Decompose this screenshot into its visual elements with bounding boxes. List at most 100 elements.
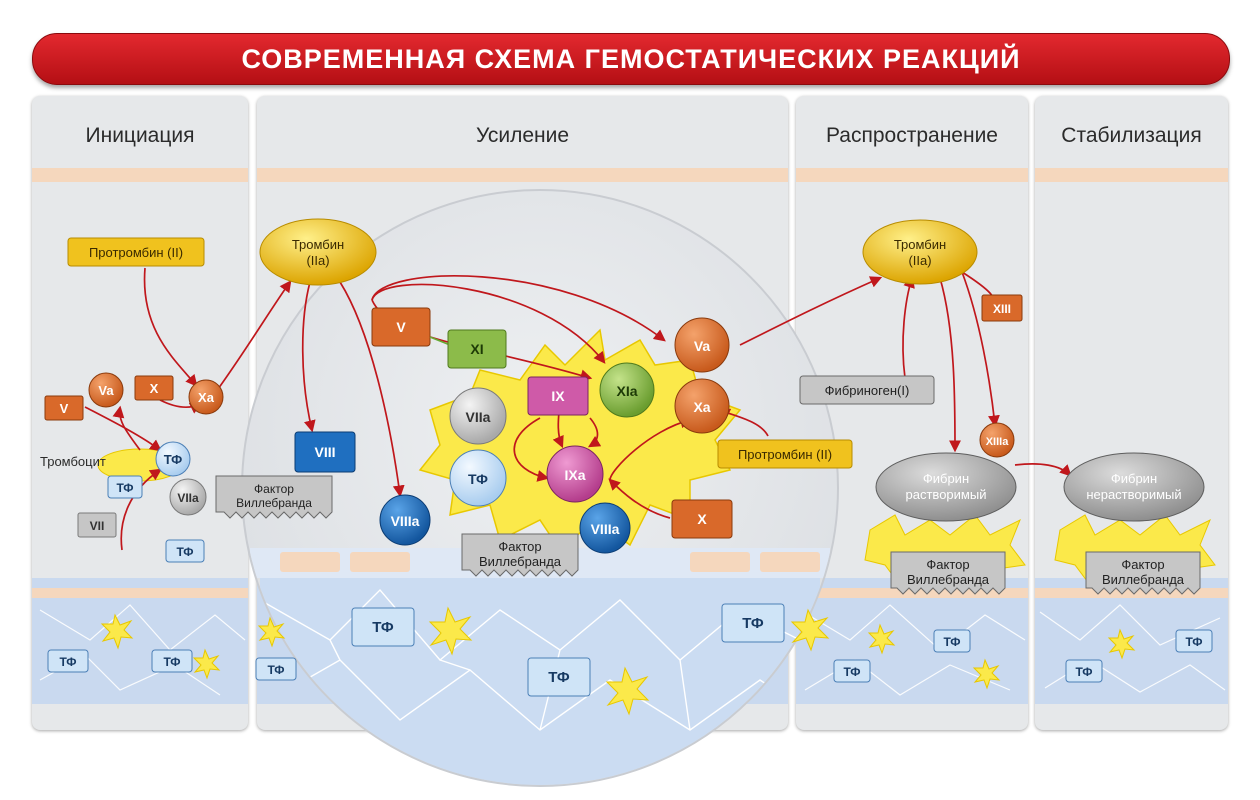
vwf-initiation: Фактор Виллебранда xyxy=(215,475,333,519)
prothrombin-initiation: Протромбин (II) xyxy=(67,237,205,267)
svg-text:(IIa): (IIa) xyxy=(908,253,931,268)
factor-v-initiation: V xyxy=(44,395,84,421)
svg-text:VIIa: VIIa xyxy=(466,409,491,425)
svg-text:VIIIa: VIIIa xyxy=(391,513,420,529)
factor-xa-initiation: Xa xyxy=(188,379,224,415)
phase-title-stabilization: Стабилизация xyxy=(1061,124,1202,147)
svg-text:Фактор: Фактор xyxy=(254,482,294,496)
title-banner: СОВРЕМЕННАЯ СХЕМА ГЕМОСТАТИЧЕСКИХ РЕАКЦИ… xyxy=(32,33,1230,85)
factor-viia-initiation: VIIa xyxy=(169,478,207,516)
factor-xia: XIa xyxy=(599,362,655,418)
svg-text:IXa: IXa xyxy=(564,467,585,483)
tf-circle-initiation: ТФ xyxy=(155,441,191,477)
svg-text:нерастворимый: нерастворимый xyxy=(1086,487,1181,502)
svg-text:ТФ: ТФ xyxy=(548,669,570,686)
phase-title-propagation: Распространение xyxy=(826,124,998,147)
svg-text:ТФ: ТФ xyxy=(468,471,488,487)
tf-circle-amplification: ТФ xyxy=(449,449,507,507)
factor-viii: VIII xyxy=(294,431,356,473)
svg-text:ТФ: ТФ xyxy=(843,665,860,679)
factor-x-initiation: X xyxy=(134,375,174,401)
svg-text:ТФ: ТФ xyxy=(164,452,183,467)
svg-text:X: X xyxy=(150,381,159,396)
svg-text:Протромбин (II): Протромбин (II) xyxy=(738,447,832,462)
vwf-stabilization: Фактор Виллебранда xyxy=(1085,551,1201,595)
svg-text:IX: IX xyxy=(551,388,565,404)
svg-text:(IIa): (IIa) xyxy=(306,253,329,268)
factor-xa-amplification: Xa xyxy=(674,378,730,434)
svg-text:ТФ: ТФ xyxy=(267,663,284,677)
tf-wall-initiation: ТФ ТФ ТФ xyxy=(47,649,297,681)
svg-text:ТФ: ТФ xyxy=(59,655,76,669)
svg-text:Фактор: Фактор xyxy=(498,539,541,554)
svg-text:Va: Va xyxy=(98,383,114,398)
svg-text:Тромбин: Тромбин xyxy=(894,237,946,252)
svg-text:ТФ: ТФ xyxy=(176,545,193,559)
svg-text:XIIIa: XIIIa xyxy=(986,436,1010,448)
prothrombin-amplification: Протромбин (II) xyxy=(717,439,853,469)
tf-chip-initiation-2: ТФ xyxy=(165,539,205,563)
svg-text:Виллебранда: Виллебранда xyxy=(907,572,990,587)
svg-text:Xa: Xa xyxy=(693,399,710,415)
svg-text:Фибрин: Фибрин xyxy=(1111,471,1157,486)
svg-text:Фибрин: Фибрин xyxy=(923,471,969,486)
factor-vii-initiation: VII xyxy=(77,512,117,538)
svg-text:V: V xyxy=(396,319,406,335)
svg-text:XI: XI xyxy=(470,341,483,357)
tf-chip-initiation: ТФ xyxy=(107,475,143,499)
svg-text:ТФ: ТФ xyxy=(372,619,394,636)
svg-text:ТФ: ТФ xyxy=(163,655,180,669)
svg-text:Фактор: Фактор xyxy=(1121,557,1164,572)
svg-text:Фибриноген(I): Фибриноген(I) xyxy=(825,383,910,398)
fibrin-insoluble: Фибрин нерастворимый xyxy=(1063,452,1205,522)
factor-xiii: XIII xyxy=(981,294,1023,322)
thrombin-propagation: Тромбин (IIa) xyxy=(862,219,978,285)
svg-text:ТФ: ТФ xyxy=(116,481,133,495)
phase-title-initiation: Инициация xyxy=(85,124,195,147)
fibrin-soluble: Фибрин растворимый xyxy=(875,452,1017,522)
svg-text:XIII: XIII xyxy=(993,302,1011,316)
svg-text:Протромбин (II): Протромбин (II) xyxy=(89,245,183,260)
svg-text:Va: Va xyxy=(694,338,711,354)
factor-viia-amplification: VIIa xyxy=(449,387,507,445)
svg-text:VIIa: VIIa xyxy=(177,491,199,505)
fibrinogen: Фибриноген(I) xyxy=(799,375,935,405)
svg-text:VIIIa: VIIIa xyxy=(591,521,620,537)
svg-text:VII: VII xyxy=(90,519,105,533)
svg-text:VIII: VIII xyxy=(314,444,335,460)
factor-xi: XI xyxy=(447,329,507,369)
factor-v-amplification: V xyxy=(371,307,431,347)
svg-text:V: V xyxy=(60,401,69,416)
svg-text:ТФ: ТФ xyxy=(1185,635,1202,649)
svg-text:Фактор: Фактор xyxy=(926,557,969,572)
factor-va-amplification: Va xyxy=(674,317,730,373)
svg-text:Тромбин: Тромбин xyxy=(292,237,344,252)
svg-text:X: X xyxy=(697,511,707,527)
svg-text:Виллебранда: Виллебранда xyxy=(236,496,312,510)
svg-text:Виллебранда: Виллебранда xyxy=(1102,572,1185,587)
factor-ix: IX xyxy=(527,376,589,416)
thrombin-amplification: Тромбин (IIa) xyxy=(259,218,377,286)
tf-wall-propagation: ТФ ТФ xyxy=(833,629,971,683)
svg-text:Виллебранда: Виллебранда xyxy=(479,554,562,569)
factor-xiiia: XIIIa xyxy=(979,422,1015,458)
vwf-propagation: Фактор Виллебранда xyxy=(890,551,1006,595)
svg-text:ТФ: ТФ xyxy=(742,615,764,632)
factor-x-amplification: X xyxy=(671,499,733,539)
wall-platelets xyxy=(100,606,1136,716)
phase-title-amplification: Усиление xyxy=(475,124,570,147)
svg-text:XIa: XIa xyxy=(616,383,637,399)
svg-text:Xa: Xa xyxy=(198,390,215,405)
vwf-amplification: Фактор Виллебранда xyxy=(461,533,579,577)
svg-text:ТФ: ТФ xyxy=(1075,665,1092,679)
svg-text:растворимый: растворимый xyxy=(906,487,987,502)
svg-text:ТФ: ТФ xyxy=(943,635,960,649)
tf-wall-stabilization: ТФ ТФ xyxy=(1065,629,1213,683)
reaction-arrows xyxy=(84,267,1072,551)
diagram-title: СОВРЕМЕННАЯ СХЕМА ГЕМОСТАТИЧЕСКИХ РЕАКЦИ… xyxy=(241,44,1021,74)
tf-wall-amplification: ТФ ТФ ТФ xyxy=(351,603,785,697)
factor-ixa: IXa xyxy=(546,445,604,503)
factor-viiia-2: VIIIa xyxy=(579,502,631,554)
